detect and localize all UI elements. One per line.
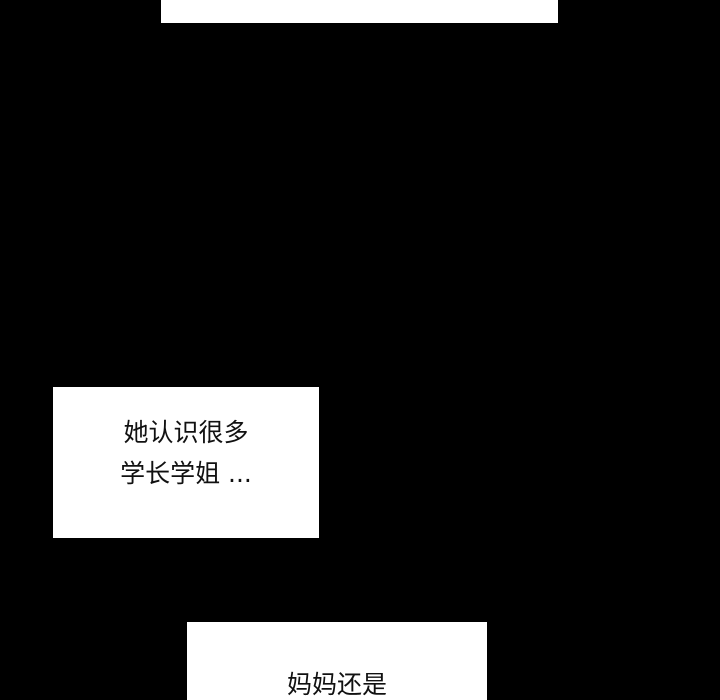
top-caption-box	[161, 0, 558, 23]
caption-line: 她认识很多	[123, 418, 249, 447]
caption-line: 妈妈还是	[286, 670, 387, 699]
bottom-caption-box: 妈妈还是	[187, 622, 487, 700]
caption-line: 学长学姐 ...	[120, 459, 252, 488]
middle-caption-box: 她认识很多 学长学姐 ...	[53, 387, 319, 538]
